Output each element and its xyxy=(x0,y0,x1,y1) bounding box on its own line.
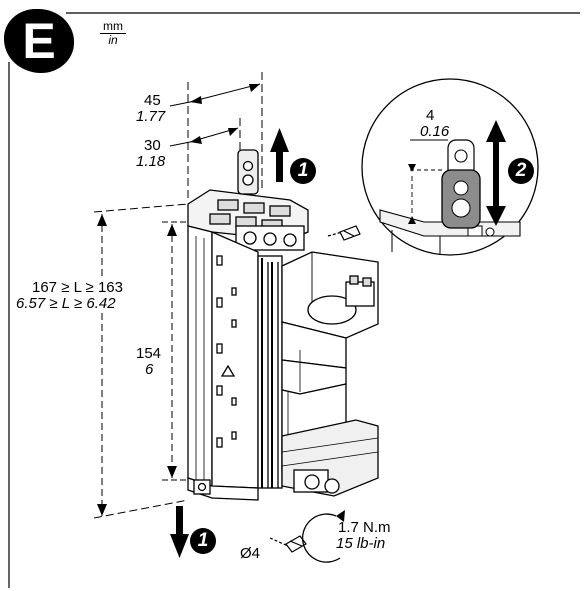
mounting-height-in: 6 xyxy=(145,361,154,378)
torque-imperial: 15 lb-in xyxy=(336,535,386,552)
unit-primary: mm xyxy=(100,20,126,34)
step-badge-top: 1 xyxy=(290,158,316,184)
detail-callout xyxy=(361,78,539,256)
unit-legend: mm in xyxy=(100,20,126,47)
length-range-in: 6.57 ≥ L ≥ 6.42 xyxy=(16,295,116,312)
torque-metric: 1.7 N.m xyxy=(338,519,391,536)
up-arrow xyxy=(270,128,289,182)
unit-secondary: in xyxy=(108,33,118,47)
width-total-mm: 45 xyxy=(144,92,161,109)
length-dimension-lines xyxy=(93,203,189,519)
step-badge-bottom: 1 xyxy=(190,528,216,554)
width-total-in: 1.77 xyxy=(136,108,166,125)
tab-offset-in: 0.16 xyxy=(420,123,450,140)
width-offset-in: 1.18 xyxy=(136,153,166,170)
screw-hole-diameter: Ø4 xyxy=(240,545,261,562)
top-screw xyxy=(327,225,361,241)
section-badge: E xyxy=(4,9,74,73)
width-offset-mm: 30 xyxy=(144,137,161,154)
tab-offset-mm: 4 xyxy=(426,107,435,124)
step-badge-detail: 2 xyxy=(508,158,534,184)
bottom-screw xyxy=(269,535,307,553)
down-arrow xyxy=(170,506,189,558)
motor-starter-device xyxy=(187,149,379,501)
torque-arrow xyxy=(301,513,341,563)
mounting-height-mm: 154 xyxy=(136,345,162,362)
length-range-mm: 167 ≥ L ≥ 163 xyxy=(32,279,123,296)
